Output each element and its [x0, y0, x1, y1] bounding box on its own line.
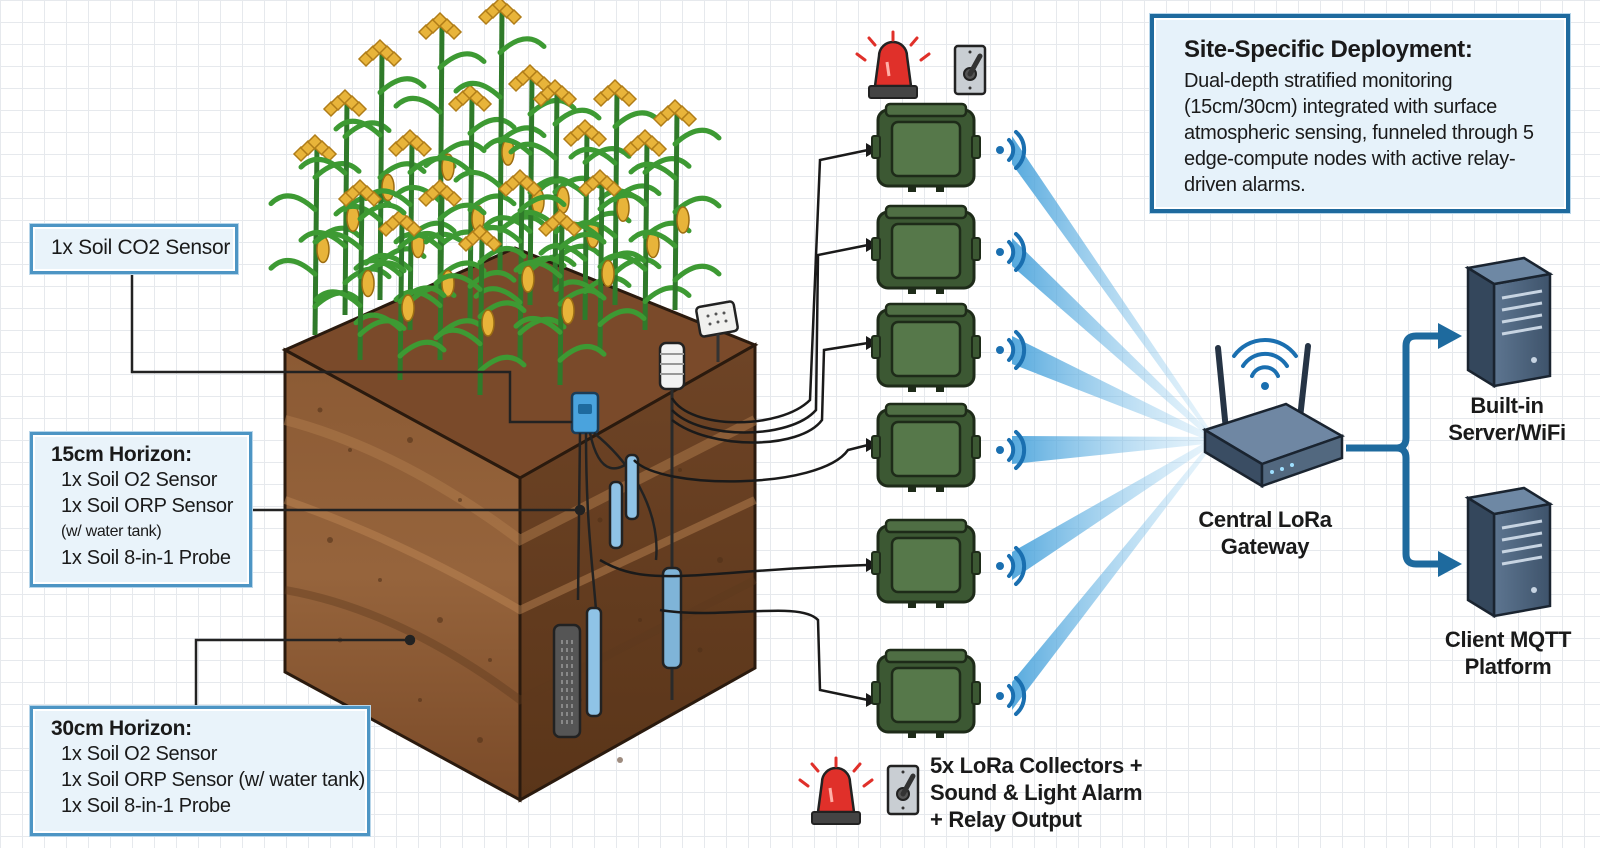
red-beacon-icon: [855, 30, 931, 100]
corn-plant: [628, 99, 722, 311]
wireless-beam: [1012, 437, 1215, 580]
gateway-to-server-arrows: [1346, 332, 1440, 568]
air-sensor-icon: [658, 341, 686, 700]
lora-collectors: [870, 102, 1027, 740]
horizon-30cm-title: 30cm Horizon:: [51, 717, 192, 740]
alarm-bottom: [798, 756, 918, 826]
lora-collector-enclosure-icon: [870, 648, 982, 740]
server-mqtt-icon: [1466, 486, 1552, 618]
gateway-label: Central LoRa Gateway: [1198, 507, 1332, 559]
wifi-icon: [1232, 338, 1298, 390]
server-builtin-icon: [1466, 256, 1552, 388]
toggle-switch-icon: [888, 766, 918, 814]
corn-plant: [313, 179, 407, 361]
soil-orp-sensor-30cm-icon: [585, 606, 603, 718]
horizon-30cm-box: 30cm Horizon: 1x Soil O2 Sensor 1x Soil …: [30, 706, 370, 836]
soil-orp-sensor-15cm-icon: [608, 480, 624, 550]
wireless-beam: [1012, 336, 1215, 443]
wireless-beam: [1012, 436, 1215, 464]
wireless-beam: [1012, 238, 1215, 443]
horizon-30cm-item: 1x Soil ORP Sensor (w/ water tank): [61, 769, 365, 791]
lora-collector-enclosure-icon: [870, 204, 982, 296]
collectors-label: 5x LoRa Collectors + Sound & Light Alarm…: [930, 753, 1143, 832]
horizon-30cm-item: 1x Soil 8-in-1 Probe: [61, 795, 231, 817]
horizon-15cm-item: (w/ water tank): [61, 523, 162, 540]
horizon-30cm-item: 1x Soil O2 Sensor: [61, 743, 218, 765]
lora-collector-enclosure-icon: [870, 518, 982, 610]
wireless-beams: [1012, 136, 1215, 710]
horizon-15cm-box: 15cm Horizon: 1x Soil O2 Sensor 1x Soil …: [30, 432, 252, 587]
red-beacon-icon: [798, 756, 874, 826]
corn-plant: [433, 224, 527, 396]
horizon-15cm-item: 1x Soil O2 Sensor: [61, 469, 218, 491]
deployment-body: Dual-depth stratified monitoring (15cm/3…: [1184, 70, 1534, 196]
corn-plant: [513, 209, 607, 386]
lora-collector-enclosure-icon: [870, 402, 982, 494]
cable-arrowheads: [866, 143, 878, 707]
soil-probe-cables: [576, 432, 658, 611]
soil-o2-sensor-15cm-icon: [624, 453, 640, 521]
lora-collector-enclosure-icon: [870, 302, 982, 394]
sensor-to-collector-cables: [599, 148, 869, 702]
horizon-15cm-item: 1x Soil 8-in-1 Probe: [61, 547, 231, 569]
horizon-15cm-item: 1x Soil ORP Sensor: [61, 495, 234, 517]
deployment-summary-box: Site-Specific Deployment: Dual-depth str…: [1150, 14, 1570, 213]
corn-plant: [298, 89, 392, 316]
wireless-beam: [1012, 136, 1215, 443]
weather-station-icon: [695, 300, 739, 362]
soil-co2-sensor-icon: [570, 391, 600, 435]
horizon-15cm-title: 15cm Horizon:: [51, 443, 192, 466]
leader-lines: [130, 274, 586, 737]
toggle-switch-icon: [955, 46, 985, 94]
corn-field: [268, 0, 722, 396]
alarm-top: [855, 30, 985, 100]
soil-co2-label-box: 1x Soil CO2 Sensor: [30, 224, 238, 274]
wireless-beam: [1012, 437, 1215, 710]
soil-8in1-probe-icon: [552, 623, 582, 739]
lora-collector-enclosure-icon: [870, 102, 982, 194]
server-mqtt-label: Client MQTT Platform: [1444, 627, 1572, 679]
soil-co2-label: 1x Soil CO2 Sensor: [51, 236, 231, 259]
deployment-title: Site-Specific Deployment:: [1184, 36, 1473, 63]
arrowheads: [1438, 323, 1462, 577]
router-gateway-icon: [1201, 338, 1345, 489]
server-builtin-label: Built-in Server/WiFi: [1448, 393, 1566, 445]
